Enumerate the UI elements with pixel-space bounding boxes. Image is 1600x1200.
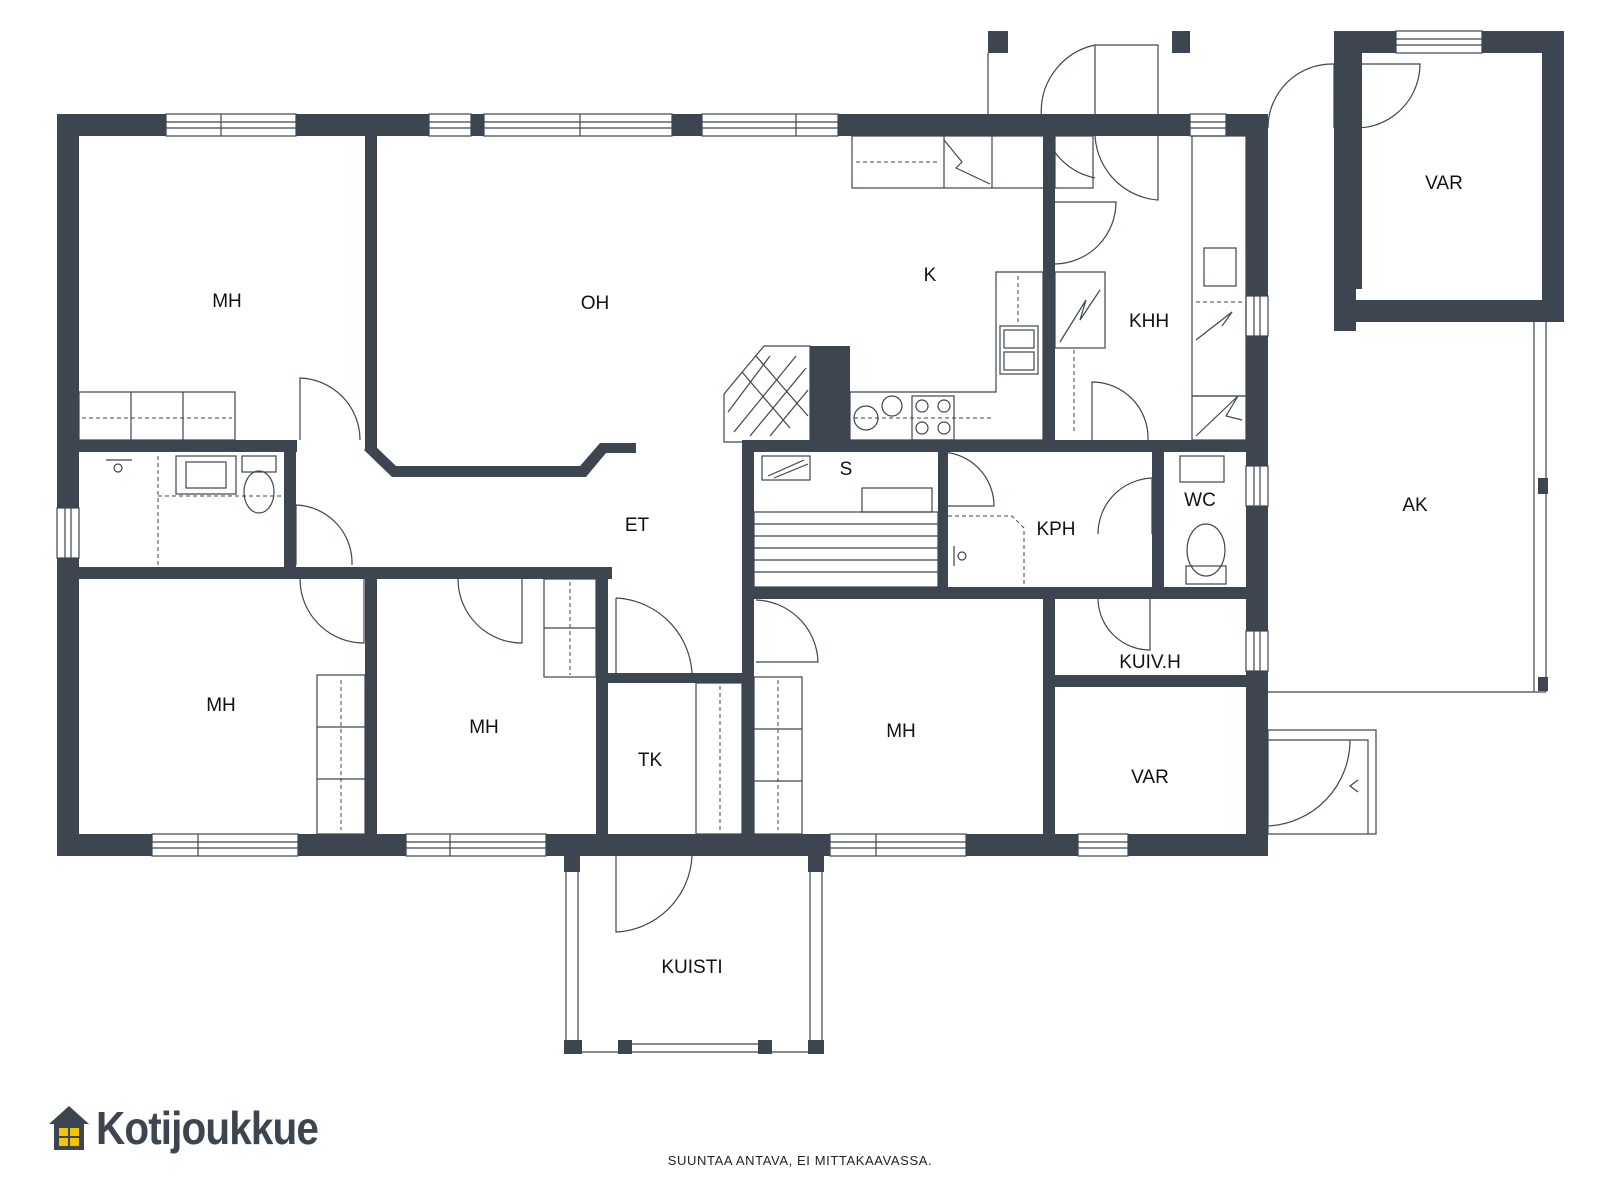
room-label-khh: KHH bbox=[1129, 311, 1169, 332]
room-label-var-bottom: VAR bbox=[1131, 767, 1169, 788]
room-label-kph: KPH bbox=[1036, 519, 1075, 540]
room-label-wc: WC bbox=[1184, 490, 1216, 511]
fixtures bbox=[78, 135, 1247, 835]
brand-logo: Kotijoukkue bbox=[48, 1098, 348, 1158]
room-label-var-top: VAR bbox=[1425, 173, 1463, 194]
room-label-mh-bottom-mid: MH bbox=[469, 717, 499, 738]
room-label-k: K bbox=[924, 265, 937, 286]
room-label-kuiv-h: KUIV.H bbox=[1119, 652, 1181, 673]
room-label-mh-bottom-right: MH bbox=[886, 721, 916, 742]
room-label-oh: OH bbox=[581, 293, 610, 314]
room-label-tk: TK bbox=[638, 750, 663, 771]
doors bbox=[295, 44, 1421, 933]
room-labels: MH OH K KHH VAR ET S KPH WC AK MH MH TK … bbox=[206, 173, 1463, 978]
room-label-mh-top-left: MH bbox=[212, 291, 242, 312]
house-icon bbox=[49, 1106, 89, 1150]
brand-name: Kotijoukkue bbox=[96, 1102, 319, 1154]
room-label-kuisti: KUISTI bbox=[661, 957, 722, 978]
room-label-s: S bbox=[840, 459, 853, 480]
windows bbox=[56, 30, 1547, 1053]
room-label-mh-bottom-left: MH bbox=[206, 695, 236, 716]
scale-disclaimer: SUUNTAA ANTAVA, EI MITTAKAAVASSA. bbox=[667, 1153, 933, 1168]
room-label-et: ET bbox=[625, 515, 650, 536]
room-label-ak: AK bbox=[1402, 495, 1428, 516]
